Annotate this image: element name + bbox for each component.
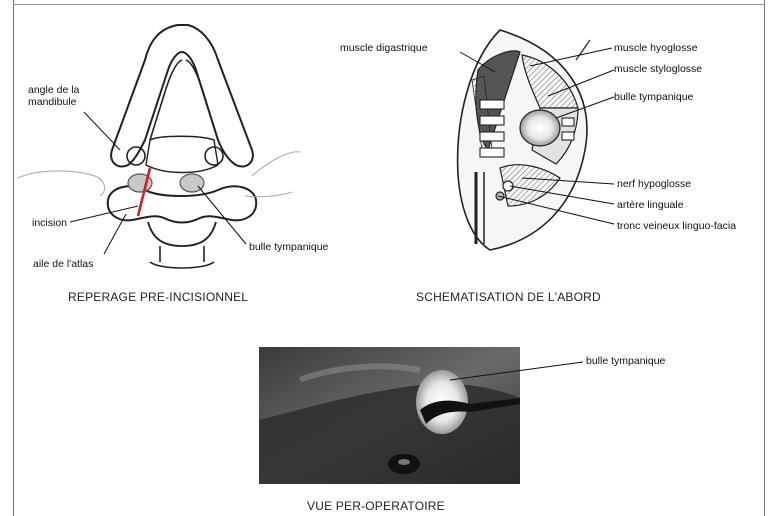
skull-diagram: [18, 25, 300, 268]
label-bulle-photo: bulle tympanique: [586, 355, 665, 367]
label-incision: incision: [32, 217, 67, 229]
caption-vue-per-operatoire: VUE PER-OPERATOIRE: [307, 499, 445, 513]
label-muscle-hyoglosse: muscle hyoglosse: [614, 42, 697, 54]
caption-schematisation: SCHEMATISATION DE L'ABORD: [416, 290, 601, 304]
palate-outline: [150, 60, 218, 140]
label-bulle-right: bulle tympanique: [614, 91, 693, 103]
left-leader-lines: [70, 112, 246, 254]
label-bulle-left: bulle tympanique: [249, 241, 328, 253]
label-nerf-hypoglosse: nerf hypoglosse: [617, 178, 691, 190]
mandible-outline: [111, 25, 253, 167]
schematic-bulla: [520, 110, 560, 146]
label-artere-linguale: artère linguale: [617, 199, 684, 211]
label-muscle-styloglosse: muscle styloglosse: [614, 63, 702, 75]
label-muscle-digastrique: muscle digastrique: [340, 42, 428, 54]
atlas-outline: [108, 186, 256, 222]
label-tronc-veineux: tronc veineux linguo-facia: [617, 220, 736, 232]
label-angle-mandibule: angle de la mandibule: [28, 84, 79, 108]
label-aile-atlas: aile de l'atlas: [33, 258, 93, 270]
approach-diagram: [458, 30, 590, 250]
caption-reperage: REPERAGE PRE-INCISIONNEL: [68, 290, 248, 304]
operative-photo: [259, 347, 520, 484]
skull-base-outline: [146, 136, 218, 172]
